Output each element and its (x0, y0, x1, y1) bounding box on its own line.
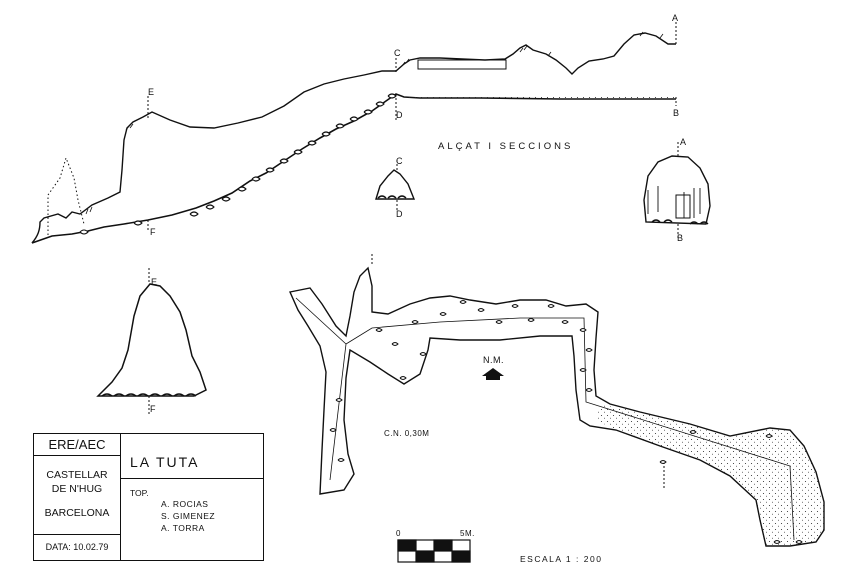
marker-d-top: D (396, 110, 403, 120)
marker-a-top: A (672, 13, 679, 23)
marker-f-bottom: F (150, 227, 156, 237)
section-cut-lines (147, 22, 677, 232)
legend-topographer: A. TORRA (161, 523, 205, 533)
elevation-rock-hatching (85, 31, 664, 215)
section-a-b (643, 142, 711, 240)
plan-view (289, 254, 825, 547)
elevation-floor-line (31, 93, 676, 244)
marker-b-end: B (673, 108, 680, 118)
elevation-dotted-passage (47, 156, 85, 235)
marker-c-top: C (394, 48, 401, 58)
marker-d-section: D (396, 209, 403, 219)
elevation-platform (417, 59, 507, 70)
plan-gallery-outline (289, 266, 825, 547)
legend-location-line: DE N'HUG (51, 483, 103, 495)
section-title: ALÇAT I SECCIONS (438, 141, 574, 152)
marker-e-section: E (151, 277, 158, 287)
north-arrow-icon (482, 368, 504, 380)
legend-location: CASTELLAR DE N'HUG BARCELONA (34, 456, 121, 535)
legend-topographer: A. ROCIAS (161, 499, 209, 509)
elevation-roof-line (31, 32, 676, 244)
north-label: N.M. (483, 355, 504, 365)
legend-location-line: CASTELLAR (46, 469, 108, 481)
scale-bar (397, 539, 471, 563)
marker-c-section: C (396, 156, 403, 166)
elevation-profile (31, 32, 676, 244)
contour-note: C.N. 0,30M (384, 429, 430, 438)
legend-cave-name: LA TUTA (121, 434, 263, 479)
legend-topo-heading: TOP. (130, 488, 149, 498)
legend-topographers: TOP. A. ROCIAS S. GIMENEZ A. TORRA (121, 479, 263, 560)
scale-zero: 0 (396, 529, 401, 538)
scale-label: ESCALA 1 : 200 (520, 554, 603, 564)
legend-location-line: BARCELONA (44, 507, 110, 519)
elevation-boulders (79, 93, 397, 235)
legend-topographer: S. GIMENEZ (161, 511, 216, 521)
marker-b-section: B (677, 233, 684, 243)
section-c-d (375, 160, 416, 210)
legend-box: ERE/AEC CASTELLAR DE N'HUG BARCELONA DAT… (33, 433, 264, 561)
elevation-floor-fill (404, 96, 676, 99)
marker-a-section: A (680, 137, 687, 147)
marker-e-top: E (148, 87, 155, 97)
marker-f-section: F (150, 404, 156, 414)
plan-stipple-area (596, 404, 824, 546)
scale-five: 5M. (460, 529, 475, 538)
legend-org: ERE/AEC (34, 434, 121, 456)
section-e-f (96, 268, 207, 414)
plan-survey-line (295, 297, 795, 541)
plan-boulders (329, 300, 803, 544)
legend-date: DATA: 10.02.79 (34, 535, 121, 560)
